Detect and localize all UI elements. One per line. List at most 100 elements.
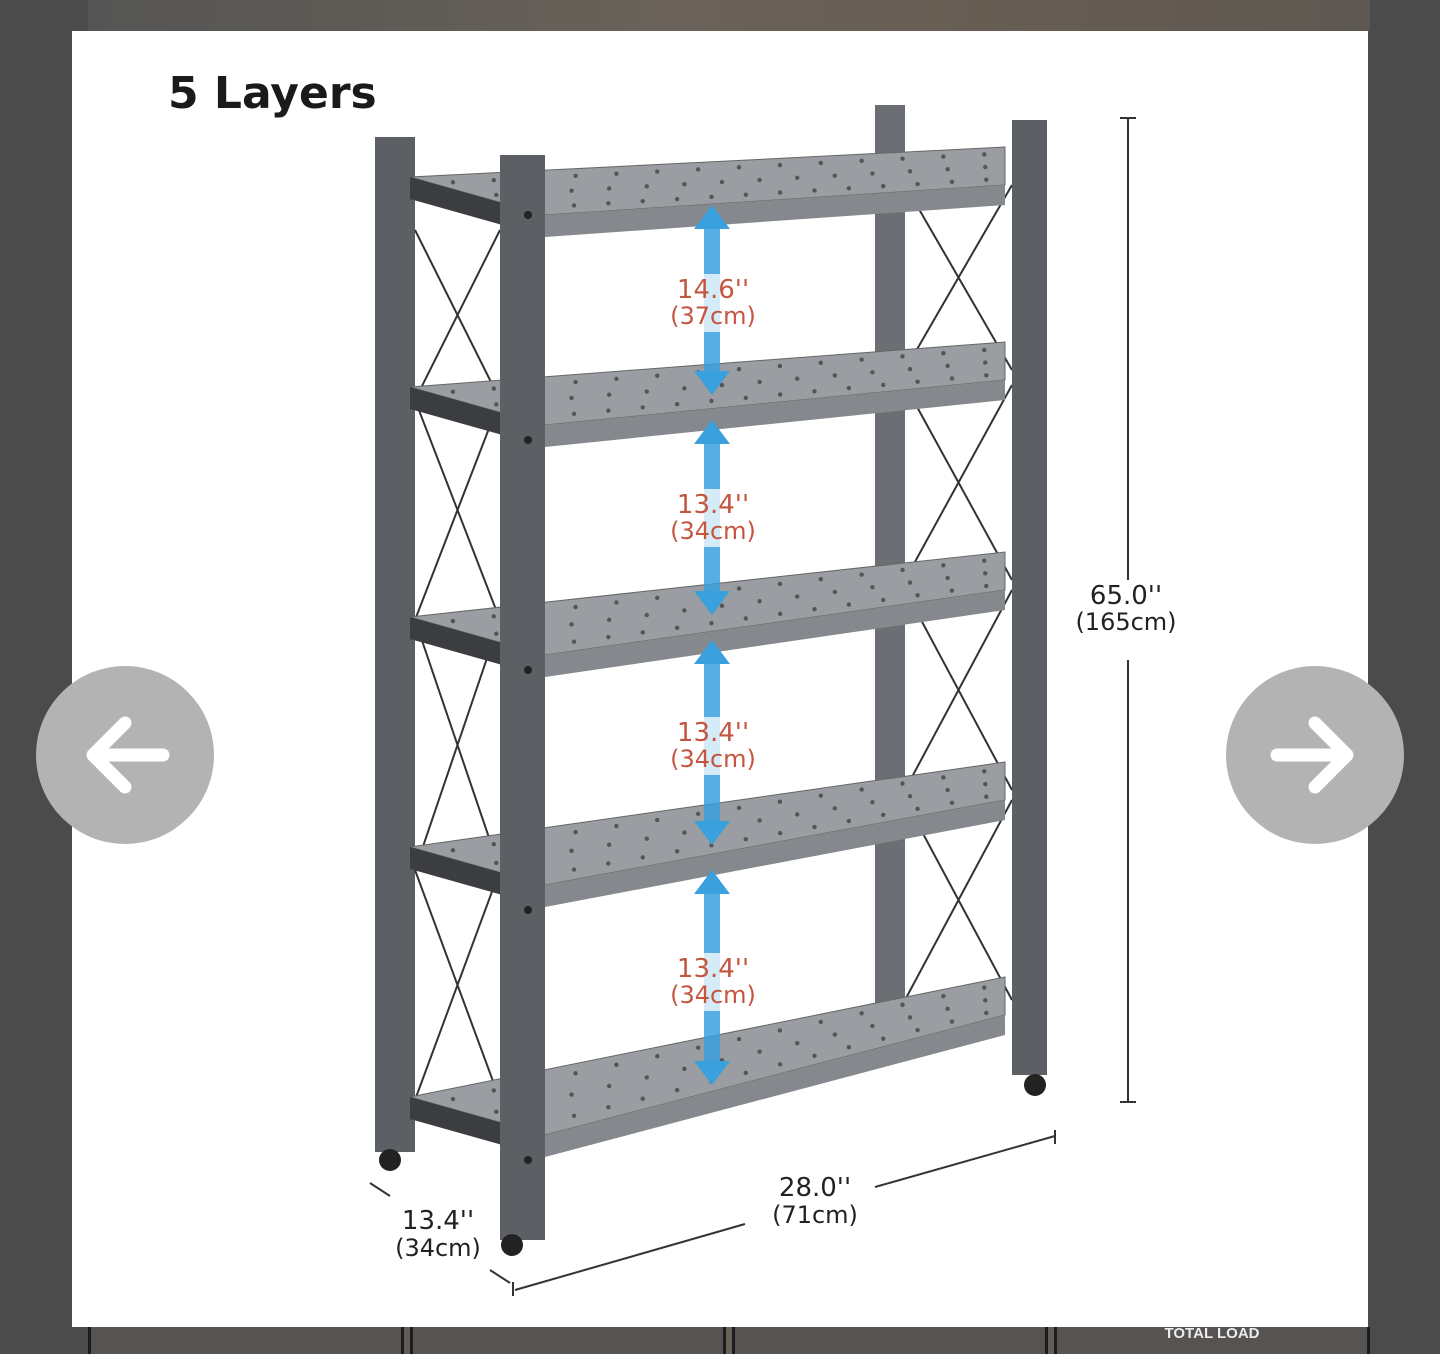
shelf-hole xyxy=(818,1019,823,1025)
spacing-inches: 13.4'' xyxy=(677,718,749,748)
shelf-front-edge xyxy=(545,590,1005,677)
shelf-hole xyxy=(870,800,875,805)
shelf-hole xyxy=(983,164,988,170)
shelf-hole xyxy=(982,769,987,774)
shelf-hole xyxy=(859,357,864,362)
shelf-hole xyxy=(915,806,920,812)
shelf-hole xyxy=(494,860,499,866)
shelf-hole xyxy=(743,1070,749,1076)
shelf-hole xyxy=(640,198,645,204)
bolt xyxy=(524,906,532,914)
bolt xyxy=(524,436,532,444)
thumbnail[interactable] xyxy=(410,1327,726,1354)
shelf-hole xyxy=(569,188,574,193)
shelf-hole xyxy=(881,382,886,388)
shelf-hole xyxy=(614,823,619,829)
shelf-hole xyxy=(941,993,946,999)
shelf-hole xyxy=(983,360,988,365)
shelf-hole xyxy=(682,386,687,391)
shelf-hole xyxy=(870,585,875,590)
thumbnail[interactable] xyxy=(732,1327,1048,1354)
shelf-hole xyxy=(907,580,913,585)
arrow-up-icon xyxy=(694,870,730,894)
caster-wheel xyxy=(1024,1074,1046,1096)
shelf-hole xyxy=(777,162,783,168)
shelf-front-edge xyxy=(545,380,1005,447)
thumbnail[interactable] xyxy=(88,1327,404,1354)
shelf-hole xyxy=(571,1113,577,1119)
spacing-inches: 13.4'' xyxy=(677,490,749,520)
shelf-hole xyxy=(984,373,989,378)
shelf-hole xyxy=(606,634,611,640)
shelf-hole xyxy=(870,171,875,176)
shelf-hole xyxy=(494,1109,499,1114)
arrow-down-icon xyxy=(694,1061,730,1085)
shelf-hole xyxy=(907,793,913,799)
shelf-hole xyxy=(573,379,578,385)
shelf-hole xyxy=(818,793,823,798)
shelf-hole xyxy=(571,411,577,417)
spacing-cm: (37cm) xyxy=(670,302,756,330)
shelf-hole xyxy=(655,1053,660,1059)
cross-brace xyxy=(414,869,501,1101)
shelf-hole xyxy=(571,867,577,872)
shelf-hole xyxy=(949,179,955,185)
shelf-hole xyxy=(777,581,783,587)
shelf-hole xyxy=(900,1002,905,1007)
shelf-hole xyxy=(983,998,988,1003)
shelf-hole xyxy=(709,194,714,200)
shelf-hole xyxy=(945,787,950,793)
shelf-hole xyxy=(907,1015,913,1020)
shelf-hole xyxy=(682,830,687,835)
shelf-hole xyxy=(870,370,875,375)
shelf-hole xyxy=(491,614,497,619)
shelf-hole xyxy=(900,567,905,573)
shelf-hole xyxy=(982,152,987,157)
shelf-hole xyxy=(644,1075,649,1080)
shelf-hole xyxy=(915,181,920,187)
thumbnail[interactable]: TOTAL LOAD xyxy=(1054,1326,1370,1354)
cross-brace xyxy=(414,399,501,621)
front-right-post xyxy=(1012,120,1047,1075)
width-dimension-line xyxy=(512,1130,1056,1296)
shelf-hole xyxy=(812,607,817,612)
shelf-hole xyxy=(795,1040,800,1046)
height-inches: 65.0'' xyxy=(1090,581,1162,611)
shelf-hole xyxy=(941,350,946,356)
shelf-hole xyxy=(949,376,955,381)
label-backdrop xyxy=(668,953,760,1011)
shelf-hole xyxy=(812,188,817,193)
shelf-hole xyxy=(569,848,574,854)
shelf-hole xyxy=(941,154,946,159)
caster-wheel xyxy=(501,1234,523,1256)
shelf-hole xyxy=(757,177,762,183)
width-cm: (71cm) xyxy=(772,1201,858,1229)
arrow-up-icon xyxy=(694,205,730,229)
depth-cm: (34cm) xyxy=(395,1234,481,1262)
shelf-hole xyxy=(881,812,886,818)
shelf-hole xyxy=(949,1019,955,1024)
next-image-button[interactable] xyxy=(1226,666,1404,844)
shelf-hole xyxy=(709,620,714,626)
shelf-hole xyxy=(757,598,762,604)
shelf-hole xyxy=(846,818,852,824)
shelf-hole xyxy=(606,392,612,397)
shelf-hole xyxy=(982,347,987,353)
shelf-hole xyxy=(736,805,742,810)
shelf-hole xyxy=(812,389,817,394)
thumbnail-strip: TOTAL LOAD xyxy=(88,1326,1370,1354)
shelf-hole xyxy=(573,604,578,610)
shelf-hole xyxy=(450,618,456,624)
shelf-hole xyxy=(614,376,619,382)
shelf-hole xyxy=(606,617,612,622)
shelf-hole xyxy=(573,173,578,179)
height-cm: (165cm) xyxy=(1075,608,1176,636)
shelf-hole xyxy=(846,602,852,607)
shelf-hole xyxy=(606,1105,611,1110)
arrow-down-icon xyxy=(694,821,730,845)
shelf-hole xyxy=(695,1045,701,1050)
shelf-hole xyxy=(795,376,800,381)
shelf-hole xyxy=(606,186,612,191)
previous-image-button[interactable] xyxy=(36,666,214,844)
shelf-hole xyxy=(682,182,687,187)
